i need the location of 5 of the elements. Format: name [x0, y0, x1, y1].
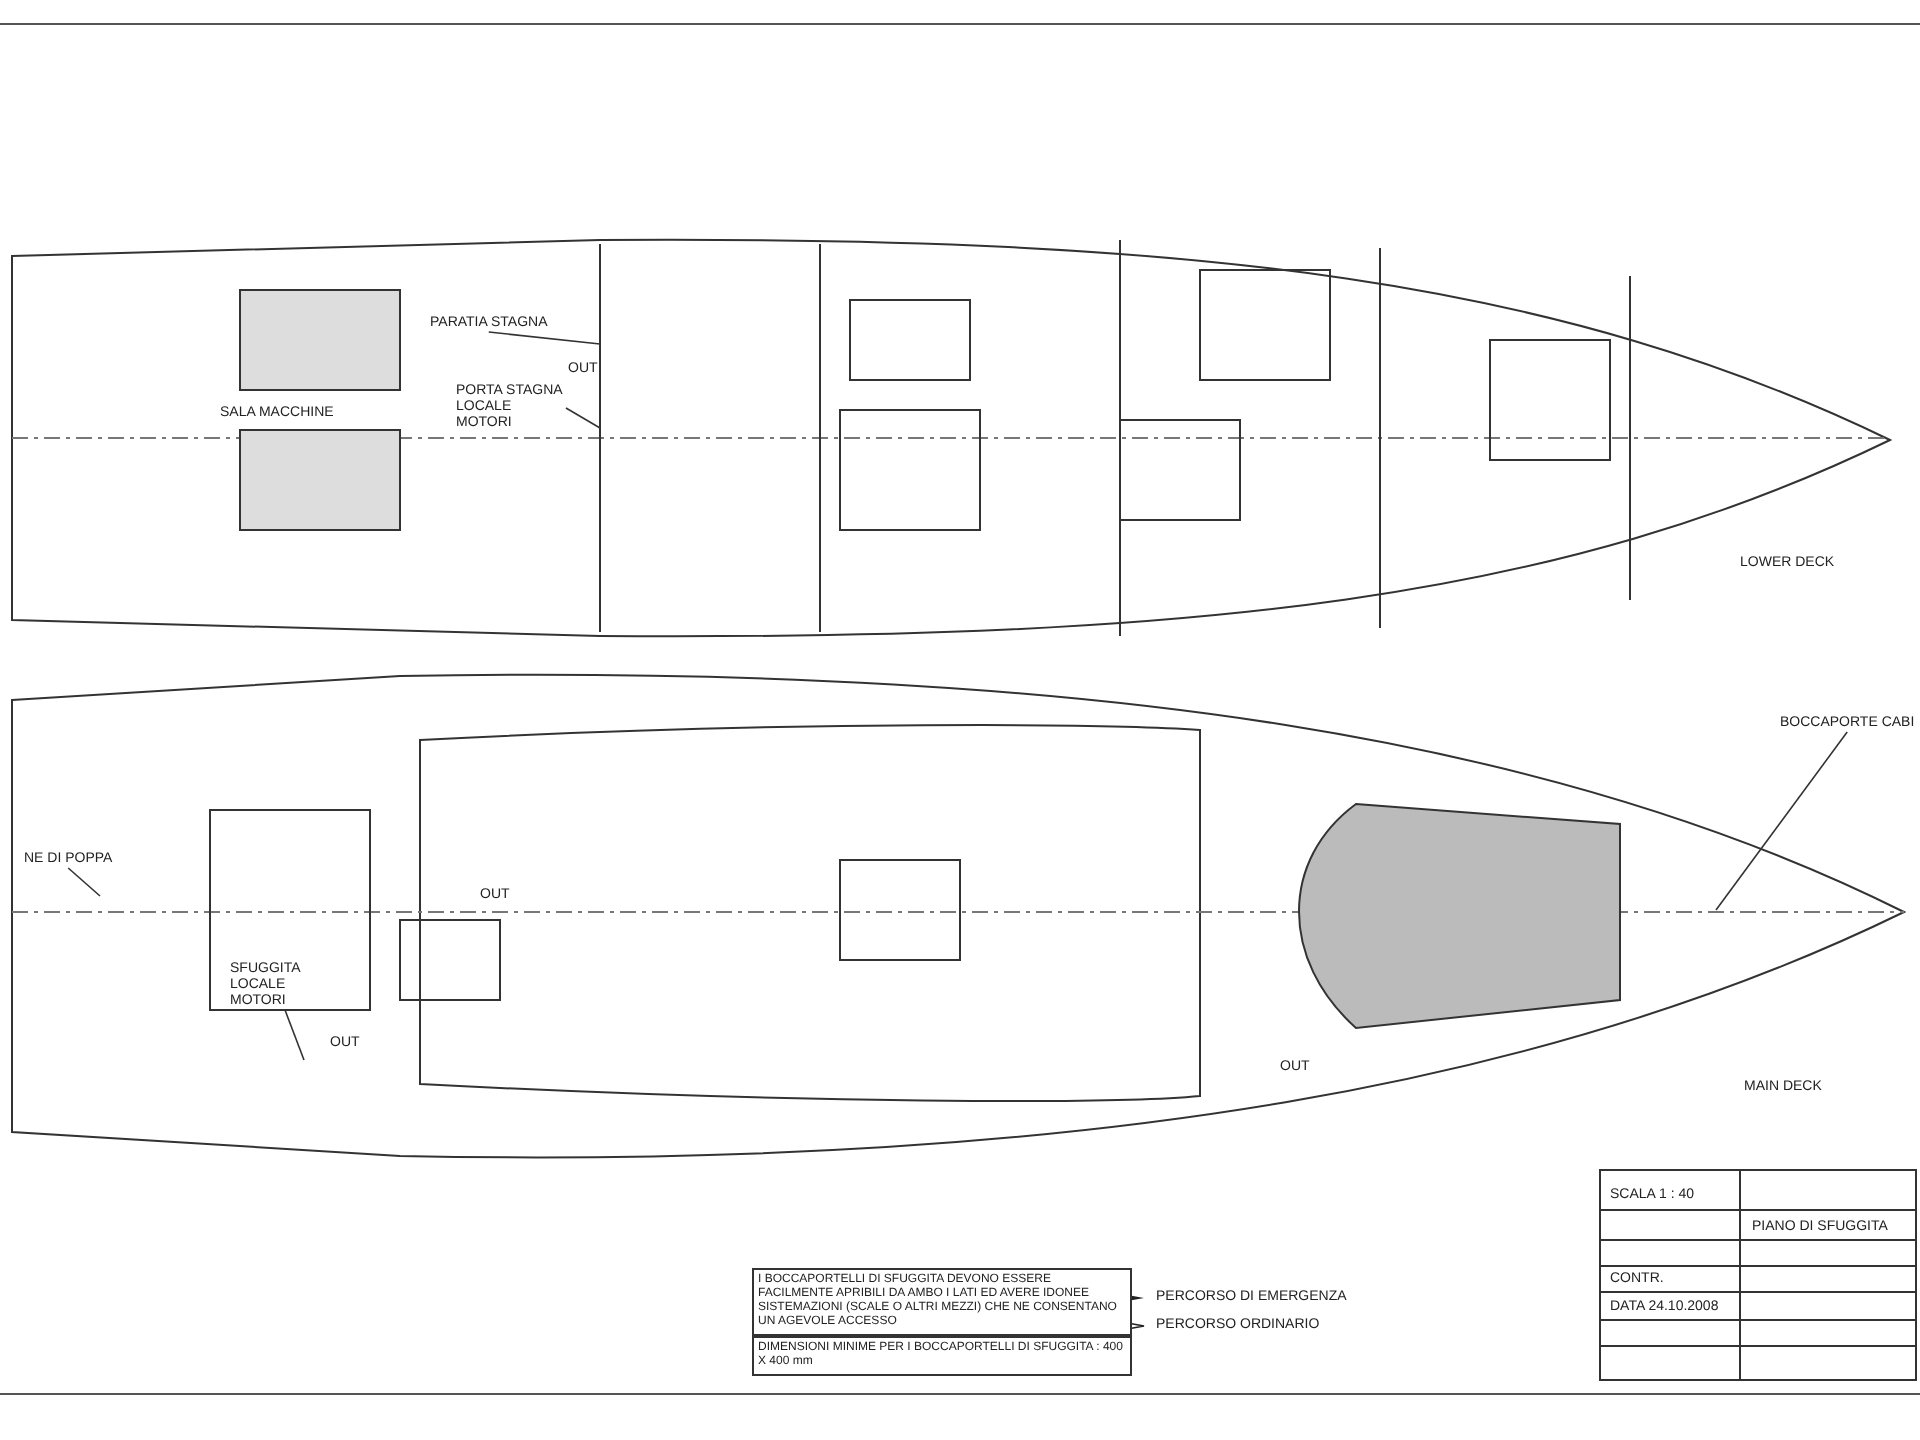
leader-line [67, 867, 101, 897]
leader-line [284, 1009, 305, 1061]
leader-line [565, 407, 601, 429]
leader-line [487, 331, 601, 345]
leader-line [1715, 731, 1848, 911]
